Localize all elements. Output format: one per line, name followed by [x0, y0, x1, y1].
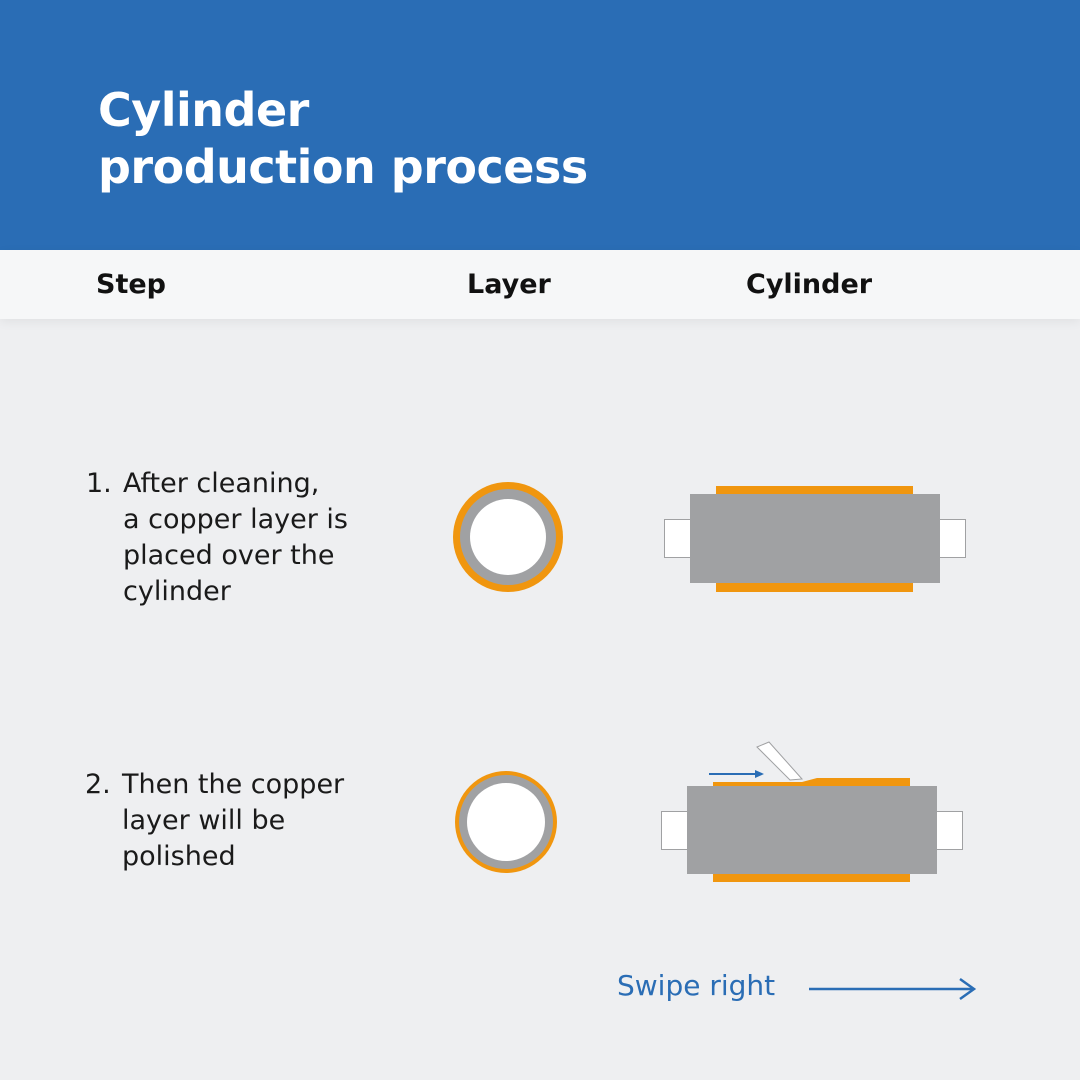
- step-1-description: After cleaning, a copper layer is placed…: [123, 466, 403, 610]
- step-2-number: 2.: [85, 769, 111, 800]
- column-header-layer: Layer: [467, 269, 551, 300]
- swipe-right-label: Swipe right: [617, 969, 776, 1002]
- step-2-line-2: layer will be: [122, 805, 286, 836]
- step-2-cylinder-polishing-icon: [661, 741, 963, 882]
- step-2-line-3: polished: [122, 841, 236, 872]
- column-header-bar: [0, 250, 1080, 319]
- step-1-layer-ring-icon: [453, 482, 563, 592]
- step-2-line-1: Then the copper: [122, 769, 345, 800]
- column-header-cylinder: Cylinder: [746, 269, 873, 300]
- step-1-line-3: placed over the: [123, 540, 335, 571]
- step-1-cylinder-icon: [664, 486, 966, 592]
- title-line-2: production process: [98, 140, 588, 194]
- page-title: Cylinder production process: [98, 82, 588, 196]
- header-banner: Cylinder production process: [0, 0, 1080, 250]
- arrow-right-icon: [809, 977, 977, 1001]
- step-2-layer-ring-icon: [455, 771, 557, 873]
- step-1-line-2: a copper layer is: [123, 504, 348, 535]
- step-1-line-4: cylinder: [123, 576, 231, 607]
- column-header-step: Step: [96, 269, 166, 300]
- step-1-line-1: After cleaning,: [123, 468, 320, 499]
- step-2-description: Then the copper layer will be polished: [122, 767, 402, 875]
- title-line-1: Cylinder: [98, 83, 309, 137]
- step-1-number: 1.: [86, 468, 112, 499]
